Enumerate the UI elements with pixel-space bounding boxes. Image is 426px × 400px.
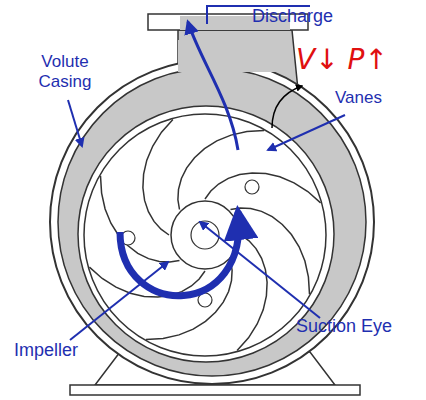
vane-curve xyxy=(101,176,180,262)
vane-curve xyxy=(237,235,267,351)
suction-eye xyxy=(171,201,239,269)
balance-hole xyxy=(245,180,259,194)
vane-curve xyxy=(143,119,173,235)
leader-line xyxy=(70,262,168,340)
leader-line xyxy=(268,115,345,150)
rotation-arrow xyxy=(120,212,239,296)
vane-curve xyxy=(205,173,321,203)
part-label: Vanes xyxy=(335,88,415,108)
base-plate xyxy=(70,385,360,395)
part-label: Suction Eye xyxy=(296,316,416,337)
part-label: Impeller xyxy=(14,340,114,361)
part-label: Discharge xyxy=(252,6,362,27)
vane-curve xyxy=(231,208,310,294)
impeller-shroud xyxy=(84,114,326,356)
vane-curve xyxy=(178,131,264,210)
handwritten-note: V↓ P↑ xyxy=(296,44,421,76)
leader-line xyxy=(68,100,82,146)
leader-line xyxy=(200,222,320,318)
vane-curve xyxy=(146,261,232,340)
flow-arrow xyxy=(188,22,238,150)
pressure-arrow xyxy=(272,86,302,128)
impeller-vanes xyxy=(89,119,320,350)
volute-inner xyxy=(78,106,334,362)
part-label: Volute Casing xyxy=(26,52,104,91)
